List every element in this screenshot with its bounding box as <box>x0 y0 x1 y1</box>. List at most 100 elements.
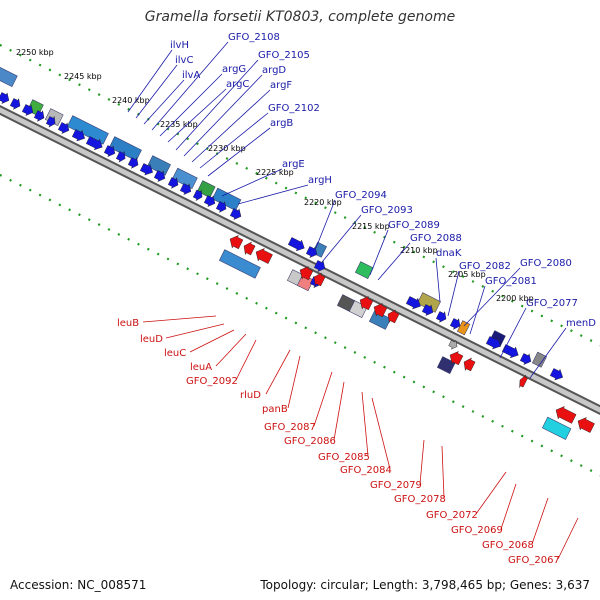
reverse-label-line <box>142 315 217 323</box>
forward-gene-label: GFO_2093 <box>361 205 413 216</box>
forward-label-line <box>199 112 269 169</box>
reverse-gene <box>463 357 476 372</box>
forward-label-line <box>175 59 259 151</box>
kbp-tick-label: 2200 kbp <box>496 294 534 303</box>
forward-gene <box>21 104 34 117</box>
forward-segment <box>171 167 198 190</box>
reverse-gene <box>243 241 256 256</box>
reverse-gene <box>387 309 400 324</box>
forward-gene <box>485 336 501 350</box>
reverse-gene-label: leuC <box>164 348 186 359</box>
kbp-tick-label: 2235 kbp <box>160 120 198 129</box>
forward-gene-label: ilvA <box>182 70 200 81</box>
reverse-label-line <box>500 483 517 530</box>
forward-gene <box>549 368 563 381</box>
forward-label-line <box>469 285 486 335</box>
forward-label-line <box>315 199 336 249</box>
forward-gene <box>179 183 192 196</box>
forward-label-line <box>463 267 521 327</box>
forward-gene-label: dnaK <box>436 248 462 259</box>
reverse-gene <box>359 296 374 311</box>
reverse-gene <box>519 374 528 388</box>
forward-gene <box>139 163 153 176</box>
forward-label-line <box>435 257 441 303</box>
kbp-tick-label: 2230 kbp <box>208 144 246 153</box>
forward-gene <box>0 92 10 105</box>
forward-gene <box>45 115 56 128</box>
forward-label-line <box>499 307 527 359</box>
forward-gene <box>192 189 203 202</box>
reverse-label-line <box>265 349 291 395</box>
forward-label-line <box>135 64 178 119</box>
forward-gene-label: GFO_2088 <box>410 233 462 244</box>
forward-label-line <box>183 74 263 157</box>
reverse-gene-label: GFO_2087 <box>264 422 316 433</box>
forward-gene <box>153 170 166 183</box>
forward-gene <box>287 237 305 252</box>
forward-gene <box>127 157 139 169</box>
forward-segment <box>146 155 171 176</box>
reverse-gene <box>229 235 244 250</box>
reverse-label-line <box>165 323 225 339</box>
reverse-segment <box>541 416 572 440</box>
forward-gene <box>449 318 461 330</box>
forward-gene <box>421 304 434 317</box>
kbp-tick-label: 2205 kbp <box>448 270 486 279</box>
reverse-label-line <box>215 333 247 367</box>
backbone <box>0 107 600 413</box>
reverse-gene-label: GFO_2069 <box>451 525 503 536</box>
reverse-gene-label: GFO_2079 <box>370 480 422 491</box>
forward-gene <box>9 98 21 110</box>
forward-label-line <box>321 214 362 263</box>
reverse-label-line <box>557 517 579 560</box>
reverse-gene-label: GFO_2067 <box>508 555 560 566</box>
forward-gene <box>57 122 70 135</box>
forward-gene-label: argF <box>270 80 292 91</box>
forward-label-line <box>221 168 283 197</box>
reverse-gene-label: rluD <box>240 390 261 401</box>
kbp-tick-label: 2220 kbp <box>304 198 342 207</box>
forward-gene <box>435 311 447 323</box>
reverse-gene-label: GFO_2086 <box>284 436 336 447</box>
forward-gene <box>71 129 85 142</box>
reverse-gene <box>255 248 273 264</box>
forward-gene-label: argH <box>308 175 332 186</box>
forward-gene-label: argE <box>282 159 305 170</box>
reverse-label-line <box>189 329 235 353</box>
reverse-gene <box>449 351 464 366</box>
reverse-gene <box>313 272 326 287</box>
forward-gene-label: GFO_2077 <box>526 298 578 309</box>
forward-label-line <box>167 88 227 143</box>
forward-gene-label: menD <box>566 318 596 329</box>
forward-gene-label: GFO_2080 <box>520 258 572 269</box>
forward-gene-label: argB <box>270 118 293 129</box>
forward-label-line <box>191 89 271 163</box>
kbp-tick-label: 2245 kbp <box>64 72 102 81</box>
reverse-gene-label: GFO_2092 <box>186 376 238 387</box>
reverse-label-line <box>371 397 391 470</box>
forward-segment <box>354 261 374 279</box>
forward-gene-label: GFO_2094 <box>335 190 387 201</box>
forward-gene <box>115 150 126 163</box>
reverse-gene <box>577 417 595 433</box>
reverse-gene-label: leuB <box>117 318 139 329</box>
forward-gene-label: GFO_2108 <box>228 32 280 43</box>
forward-segment <box>531 351 547 368</box>
reverse-label-line <box>441 445 445 499</box>
forward-label-line <box>369 229 389 276</box>
reverse-gene-label: GFO_2078 <box>394 494 446 505</box>
forward-gene <box>519 353 532 366</box>
forward-gene-label: argC <box>226 79 249 90</box>
kbp-tick-label: 2250 kbp <box>16 48 54 57</box>
reverse-gene-label: panB <box>262 404 288 415</box>
forward-gene-label: GFO_2105 <box>258 50 310 61</box>
map-title: Gramella forsetii KT0803, complete genom… <box>144 9 456 25</box>
forward-label-line <box>151 41 229 131</box>
forward-gene <box>103 145 116 158</box>
reverse-label-line <box>333 381 345 441</box>
forward-gene <box>215 201 227 213</box>
accession-text: Accession: NC_008571 <box>10 578 147 592</box>
kbp-tick-label: 2210 kbp <box>400 246 438 255</box>
forward-gene <box>501 344 519 359</box>
